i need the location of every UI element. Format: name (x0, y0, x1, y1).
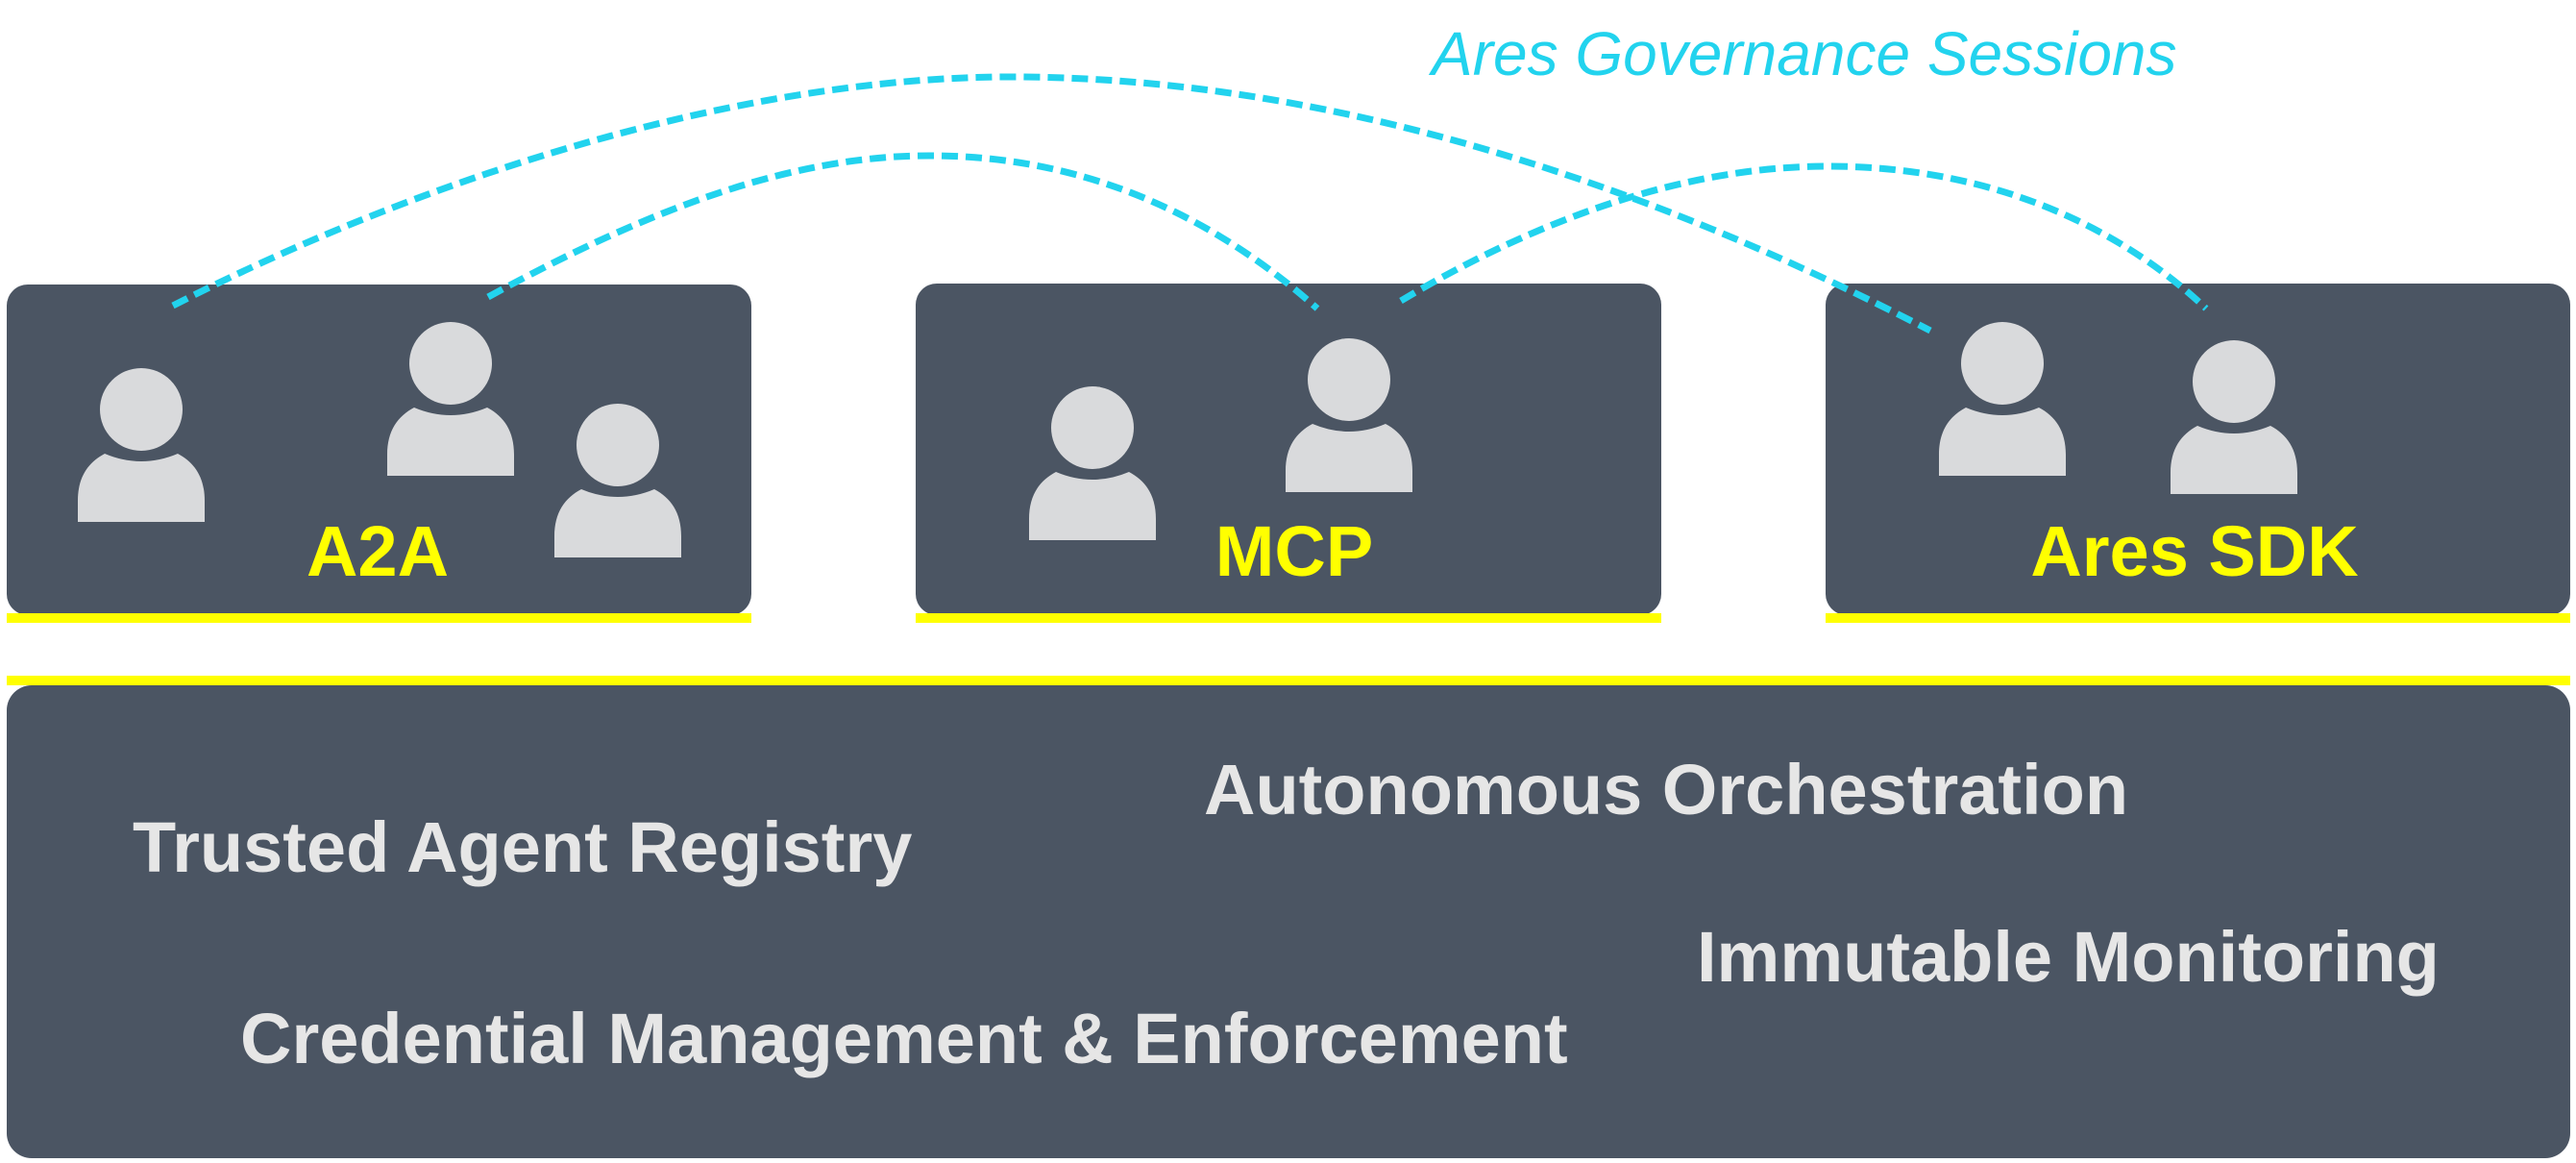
session-curve (1399, 162, 2209, 311)
person-icon (387, 322, 514, 476)
protocol-box-mcp (916, 284, 1661, 615)
ares-sdk-underline (1826, 613, 2570, 623)
person-icon (1029, 386, 1156, 540)
session-curve (486, 152, 1320, 311)
feature-credential-management: Credential Management & Enforcement (240, 999, 1568, 1078)
protocol-label-a2a: A2A (306, 511, 450, 591)
session-curve (171, 73, 1932, 334)
platform-panel (7, 685, 2570, 1158)
person-icon (2171, 340, 2297, 494)
mcp-underline (916, 613, 1661, 623)
a2a-underline (7, 613, 751, 623)
feature-immutable-monitoring: Immutable Monitoring (1697, 917, 2440, 997)
person-icon (554, 404, 681, 557)
person-icon (1286, 338, 1412, 492)
person-icon (78, 368, 205, 522)
protocol-label-mcp: MCP (1214, 511, 1374, 591)
protocol-label-ares-sdk: Ares SDK (2030, 511, 2359, 591)
feature-autonomous-orchestration: Autonomous Orchestration (1204, 750, 2129, 829)
platform-divider-line (7, 676, 2570, 685)
sessions-title: Ares Governance Sessions (1432, 19, 2177, 88)
feature-trusted-agent-registry: Trusted Agent Registry (133, 807, 913, 887)
person-icon (1939, 322, 2066, 476)
